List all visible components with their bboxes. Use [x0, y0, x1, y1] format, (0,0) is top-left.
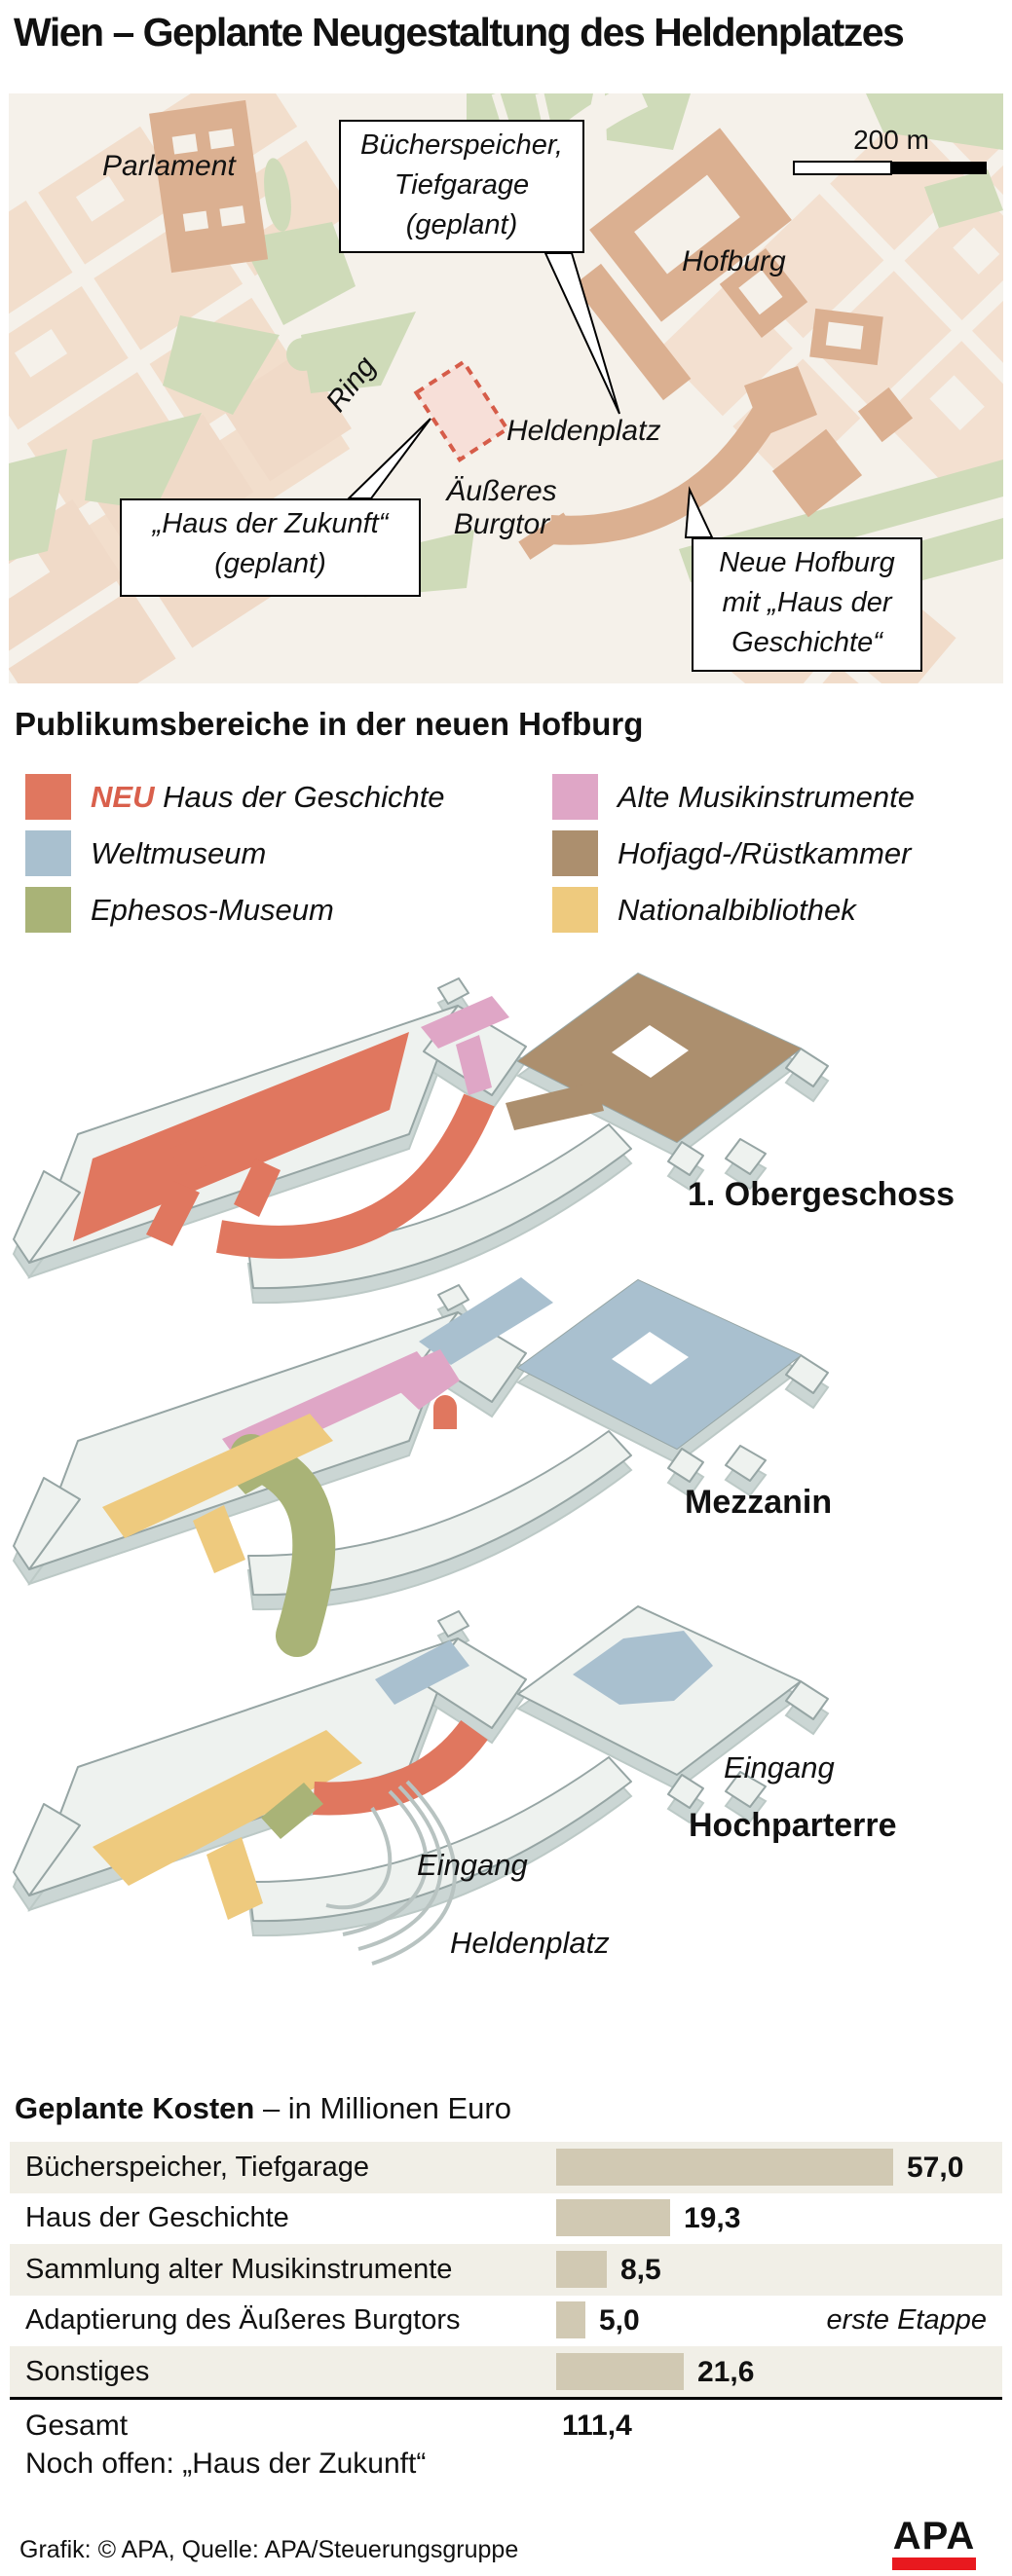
first-stage-note: erste Etappe [826, 2304, 987, 2337]
legend-swatch [25, 830, 71, 876]
legend-swatch [552, 774, 598, 820]
legend-item-label: Weltmuseum [91, 835, 267, 870]
map-scale-bar [793, 161, 987, 175]
floor-label-obergeschoss: 1. Obergeschoss [688, 1176, 956, 1213]
legend-swatch [552, 830, 598, 876]
map-label-heldenplatz: Heldenplatz [506, 415, 661, 447]
chart-bar-value: 57,0 [907, 2152, 964, 2184]
callout-neue-hofburg: Neue Hofburg mit „Haus der Geschichte“ [692, 537, 922, 672]
chart-title-bold: Geplante Kosten [15, 2091, 255, 2125]
chart-bar-value: 19,3 [684, 2202, 741, 2235]
mezzanin-areas [102, 1277, 801, 1657]
total-value: 111,4 [562, 2410, 632, 2442]
floorplan-obergeschoss [0, 949, 1012, 1378]
legend-item-label: Ephesos-Museum [91, 892, 334, 927]
chart-row-label: Haus der Geschichte [25, 2202, 289, 2234]
floorplan-hochparterre-canvas [13, 1605, 829, 1966]
chart-row-label: Adaptierung des Äußeres Burgtors [25, 2304, 461, 2337]
chart-row: Adaptierung des Äußeres Burgtors 5,0 erste… [10, 2295, 1002, 2346]
callout-pointers [346, 252, 714, 538]
pointer-buecherspeicher [543, 252, 620, 415]
chart-row-label: Bücherspeicher, Tiefgarage [25, 2152, 370, 2183]
heldenplatz-label-floors: Heldenplatz [450, 1926, 610, 1960]
chart-row-label: Sammlung alter Musikinstrumente [25, 2253, 453, 2285]
obergeschoss-areas [73, 974, 801, 1259]
floorplan-hochparterre [0, 1582, 1012, 2010]
map-label-parlament: Parlament [102, 150, 236, 182]
legend-swatch [552, 887, 598, 933]
callout-buecherspeicher: Bücherspeicher, Tiefgarage (geplant) [339, 120, 584, 253]
chart-bar-value: 8,5 [620, 2253, 661, 2286]
parlament-building [149, 99, 269, 274]
scale-label: 200 m [853, 125, 929, 155]
apa-logo: APA [892, 2515, 976, 2570]
chart-bar-value: 21,6 [697, 2355, 755, 2388]
legend-item: Weltmuseum [25, 830, 493, 876]
floorplan-mezzanin-canvas [13, 1277, 829, 1657]
chart-row: Sammlung alter Musikinstrumente 8,5 [10, 2243, 1002, 2296]
credit-line: Grafik: © APA, Quelle: APA/Steuerungsgru… [19, 2536, 519, 2563]
chart-bar [556, 2250, 607, 2288]
aeusseres-burgtor-building [518, 512, 576, 560]
chart-divider [10, 2397, 1002, 2400]
legend-item-label: NEU Haus der Geschichte [91, 779, 445, 814]
chart-bar [556, 2199, 670, 2237]
callout-haus-der-zukunft: „Haus der Zukunft“ (geplant) [120, 498, 421, 597]
entrance-ramps [325, 1780, 457, 1966]
chart-row: Sonstiges 21,6 [10, 2345, 1002, 2398]
city-map: Parlament Hofburg Ring Heldenplatz Äußer… [9, 93, 1003, 683]
eingang-label-right: Eingang [724, 1750, 835, 1785]
floor-label-mezzanin: Mezzanin [685, 1484, 833, 1521]
chart-bar-value: 5,0 [599, 2304, 640, 2337]
legend-item-label: Hofjagd-/Rüstkammer [618, 835, 912, 870]
map-label-hofburg: Hofburg [682, 245, 786, 277]
hochparterre-areas [93, 1631, 713, 1966]
floorplan-obergeschoss-canvas [13, 973, 829, 1305]
page-title: Wien – Geplante Neugestaltung des Helden… [14, 10, 905, 55]
total-label: Gesamt [25, 2410, 129, 2442]
legend-item: Alte Musikinstrumente [552, 774, 1012, 820]
floor-label-hochparterre: Hochparterre [689, 1807, 897, 1844]
chart-title-rest: – in Millionen Euro [254, 2091, 511, 2125]
chart-bar [556, 2149, 893, 2186]
legend-heading: Publikumsbereiche in der neuen Hofburg [15, 706, 644, 742]
open-note: Noch offen: „Haus der Zukunft“ [25, 2447, 427, 2480]
map-label-aeusseres-burgtor: Äußeres Burgtor [446, 475, 557, 540]
legend-item-label: Nationalbibliothek [618, 892, 856, 927]
chart-row: Bücherspeicher, Tiefgarage 57,0 [10, 2142, 1002, 2193]
apa-logo-text: APA [892, 2515, 976, 2558]
legend-item: Nationalbibliothek [552, 887, 1012, 933]
hofburg-complex [518, 128, 914, 560]
legend-item: Ephesos-Museum [25, 887, 493, 933]
legend-swatch [25, 774, 71, 820]
apa-logo-bar [892, 2558, 976, 2570]
legend-swatch [25, 887, 71, 933]
legend-item: Hofjagd-/Rüstkammer [552, 830, 1012, 876]
eingang-label-center: Eingang [417, 1848, 528, 1882]
legend-item-label: Alte Musikinstrumente [618, 779, 915, 814]
chart-bar [556, 2301, 585, 2339]
chart-bar [556, 2352, 684, 2390]
chart-title: Geplante Kosten – in Millionen Euro [15, 2091, 511, 2126]
chart-row-label: Sonstiges [25, 2355, 150, 2387]
haus-der-zukunft-site [413, 359, 510, 462]
floorplan-mezzanin [0, 1256, 1012, 1684]
chart-row: Haus der Geschichte 19,3 [10, 2192, 1002, 2244]
neue-hofburg-wing [548, 405, 779, 545]
legend-item: NEU Haus der Geschichte [25, 774, 493, 820]
